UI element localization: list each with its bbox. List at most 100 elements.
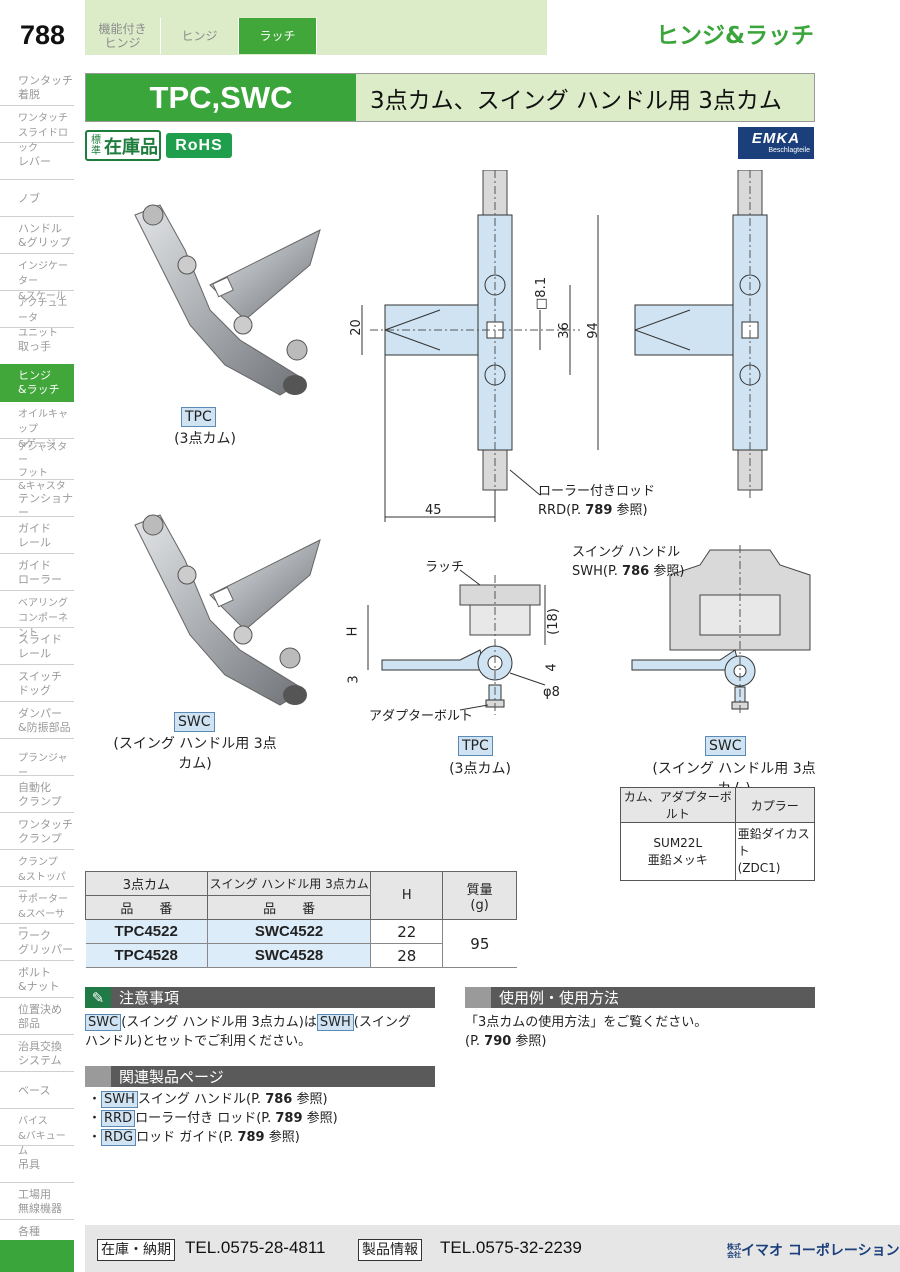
swing-handle-ref: SWH(P. 786 参照) [572, 560, 684, 579]
usage-text-1: 「3点カムの使用方法」をご覧ください。 [465, 1015, 708, 1030]
sidebar-item-label: 位置決め 部品 [18, 1003, 62, 1030]
sidebar-item-onetouch-detach[interactable]: ワンタッチ 着脱 [0, 70, 74, 106]
caution-text-2: (スイング [353, 1015, 411, 1030]
sidebar-item-handle[interactable]: ハンドル &グリップ [0, 218, 74, 254]
sidebar-item-label: 工場用 無線機器 [18, 1188, 62, 1215]
sidebar-item-label: テンショナー [18, 492, 73, 519]
sidebar-item-knob[interactable]: ノブ [0, 181, 74, 217]
usage-text: 「3点カムの使用方法」をご覧ください。 (P. 790 参照) [465, 1013, 815, 1051]
sidebar-item-switch-dog[interactable]: スイッチ ドッグ [0, 666, 74, 702]
sidebar-item-indicator[interactable]: インジケーター &スケール [0, 255, 74, 302]
sidebar-item-plunger[interactable]: プランジャー [0, 740, 74, 779]
sidebar-item-label: ボルト &ナット [18, 966, 60, 993]
swc-part-number[interactable]: SWC4528 [206, 943, 371, 968]
related-code[interactable]: RRD [101, 1110, 136, 1127]
related-header: 関連製品ページ [85, 1066, 435, 1087]
swc-product-photo [134, 514, 321, 706]
swing-handle-label: スイング ハンドル [572, 545, 681, 560]
tpc-part-number[interactable]: TPC4528 [85, 943, 208, 968]
sidebar-item-jig-change[interactable]: 治具交換 システム [0, 1036, 74, 1072]
sidebar-item-label: 自動化 クランプ [18, 781, 62, 808]
sidebar-item-label: アクチュエータ ユニット [18, 298, 68, 339]
sidebar-item-wireless[interactable]: 工場用 無線機器 [0, 1184, 74, 1220]
sidebar-item-auto-clamp[interactable]: 自動化 クランプ [0, 777, 74, 813]
sidebar-item-bearing[interactable]: ベアリング コンポーネント [0, 592, 74, 639]
table-row: TPC4528 SWC4528 28 [85, 943, 517, 968]
material-table: カム、アダプターボルト カプラー SUM22L 亜鉛メッキ 亜鉛ダイカスト (Z… [620, 787, 816, 881]
swh-code-box[interactable]: SWH [316, 1014, 354, 1031]
sidebar-item-pull[interactable]: 取っ手 [0, 329, 74, 365]
related-title: 関連製品ページ [119, 1068, 224, 1086]
ref-prefix: RRD(P. [538, 503, 586, 518]
top-tab-bar: 機能付き ヒンジ ヒンジ ラッチ [85, 0, 547, 55]
sidebar-item-oil-cap[interactable]: オイルキャップ &ゲージ [0, 403, 74, 450]
section-band [85, 1066, 111, 1087]
info-tel[interactable]: TEL.0575-32-2239 [440, 1238, 582, 1257]
usage-title: 使用例・使用方法 [499, 989, 620, 1007]
sidebar-item-actuator[interactable]: アクチュエータ ユニット [0, 292, 74, 339]
sidebar-item-hinge-latch[interactable]: ヒンジ &ラッチ [0, 364, 74, 402]
sidebar-item-supporter[interactable]: サポーター &スペーサー [0, 888, 74, 935]
stock-tel[interactable]: TEL.0575-28-4811 [185, 1238, 326, 1257]
sidebar-item-slide-lock[interactable]: ワンタッチ スライドロック [0, 107, 74, 154]
sidebar-item-vise[interactable]: バイス &バキューム [0, 1110, 74, 1157]
sidebar-item-slide-rail[interactable]: スライド レール [0, 629, 74, 665]
ref-page: 789 [585, 503, 613, 518]
sidebar-item-label: ハンドル &グリップ [18, 222, 71, 249]
sidebar-item-onetouch-clamp[interactable]: ワンタッチ クランプ [0, 814, 74, 850]
caution-title: 注意事項 [119, 989, 180, 1007]
sidebar-item-guide-roller[interactable]: ガイド ローラー [0, 555, 74, 591]
related-suffix: 参照) [302, 1111, 338, 1126]
sidebar-item-tensioner[interactable]: テンショナー [0, 481, 74, 519]
sidebar-item-clamp-stopper[interactable]: クランプ &ストッパー [0, 851, 74, 898]
tab-latch[interactable]: ラッチ [239, 18, 317, 54]
dim-3: 3 [346, 675, 362, 684]
swc-photo-code: SWC [174, 712, 215, 732]
sidebar-item-lever[interactable]: レバー [0, 144, 74, 180]
swc-photo-caption: (スイング ハンドル用 3点カム) [113, 736, 277, 772]
latch-label: ラッチ [425, 560, 465, 575]
tpc-part-number[interactable]: TPC4522 [85, 919, 208, 944]
sidebar-item-label: スライド レール [18, 633, 62, 660]
sidebar-item-damper[interactable]: ダンパー &防振部品 [0, 703, 74, 739]
standard-stock-badge: 標準 在庫品 [85, 130, 161, 161]
sidebar-item-guide-rail[interactable]: ガイド レール [0, 518, 74, 554]
sidebar-item-label: ノブ [18, 192, 40, 205]
tab-hinge[interactable]: ヒンジ [161, 18, 239, 54]
related-code[interactable]: SWH [101, 1091, 138, 1108]
sidebar-item-adjuster[interactable]: アジャスター フット &キャスタ [0, 440, 74, 492]
sidebar-item-label: プランジャー [18, 753, 68, 779]
tab-functional-hinge[interactable]: 機能付き ヒンジ [85, 18, 161, 54]
header-part-number: 品 番 [85, 895, 208, 920]
usage-header: 使用例・使用方法 [465, 987, 815, 1008]
mass-value: 95 [442, 919, 517, 968]
ref-suffix: 参照) [612, 503, 648, 518]
sidebar-item-label: ヒンジ &ラッチ [18, 369, 60, 396]
sidebar: ワンタッチ 着脱 ワンタッチ スライドロック レバー ノブ ハンドル &グリップ… [0, 70, 74, 1252]
sidebar-item-label: オイルキャップ &ゲージ [18, 409, 68, 450]
swc-code-box[interactable]: SWC [85, 1014, 122, 1031]
related-page: 789 [237, 1130, 265, 1145]
dim-18: (18) [545, 608, 561, 635]
ref-page: 790 [484, 1034, 512, 1049]
sidebar-item-lifting[interactable]: 吊具 [0, 1147, 74, 1183]
related-suffix: 参照) [292, 1092, 328, 1107]
roller-rod-ref: RRD(P. 789 参照) [538, 499, 648, 518]
tpc-product-photo [134, 204, 321, 396]
sidebar-item-label: バイス &バキューム [18, 1116, 66, 1157]
adapter-bolt-label: アダプターボルト [369, 709, 474, 724]
related-code[interactable]: RDG [101, 1129, 137, 1146]
product-code-title: TPC,SWC [86, 74, 356, 121]
header-swing-cam: スイング ハンドル用 3点カム [206, 871, 372, 896]
sidebar-item-base[interactable]: ベース [0, 1073, 74, 1109]
sidebar-item-positioning[interactable]: 位置決め 部品 [0, 999, 74, 1035]
related-text: ローラー付き ロッド(P. [135, 1111, 276, 1126]
badge-small-text: 標準 [91, 134, 101, 157]
company-kk: 株式会社 [727, 1243, 741, 1259]
sidebar-item-work-gripper[interactable]: ワーク グリッパー [0, 925, 74, 961]
related-suffix: 参照) [264, 1130, 300, 1145]
swc-part-number[interactable]: SWC4522 [206, 919, 371, 944]
sidebar-item-bolt-nut[interactable]: ボルト &ナット [0, 962, 74, 998]
